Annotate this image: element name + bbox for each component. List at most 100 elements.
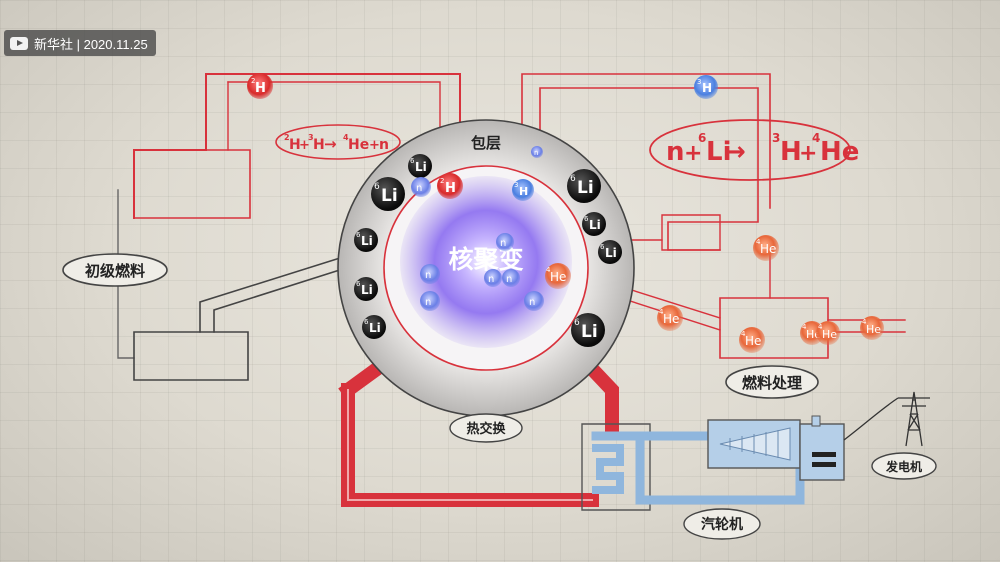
- svg-text:4: 4: [812, 131, 820, 145]
- lithium-particle: 6 Li: [354, 277, 378, 301]
- svg-text:H: H: [445, 181, 456, 196]
- svg-text:He: He: [550, 270, 566, 284]
- generator-bubble: [871, 452, 937, 480]
- svg-text:+: +: [299, 138, 310, 153]
- svg-text:6: 6: [584, 215, 589, 223]
- generator-label: 发电机: [885, 459, 922, 474]
- tritium-particle: 3 H: [694, 75, 718, 99]
- svg-text:3: 3: [308, 133, 314, 142]
- svg-text:n: n: [666, 137, 685, 167]
- neutron-particle: n: [524, 291, 544, 311]
- svg-text:4: 4: [659, 308, 664, 316]
- neutron-particle: n: [411, 177, 431, 197]
- neutron-particle: n: [420, 291, 440, 311]
- svg-text:n: n: [416, 183, 422, 194]
- svg-text:Li: Li: [605, 246, 617, 260]
- svg-text:4: 4: [546, 266, 551, 274]
- svg-text:n: n: [529, 297, 535, 308]
- svg-text:6: 6: [374, 182, 380, 192]
- lithium-particle: 6 Li: [571, 313, 605, 347]
- lithium-particle: 6 Li: [567, 169, 601, 203]
- fusion-equation: 2 H + 3 H → 4 He + n: [284, 133, 389, 153]
- svg-text:H: H: [255, 81, 266, 96]
- svg-text:6: 6: [698, 131, 706, 145]
- neutron-particle: n: [502, 269, 520, 287]
- svg-text:H: H: [519, 185, 528, 198]
- svg-text:3: 3: [772, 131, 780, 145]
- svg-text:+: +: [684, 141, 702, 166]
- neutron-particle: n: [531, 146, 543, 158]
- svg-text:6: 6: [570, 174, 576, 184]
- boiler-box: [581, 423, 651, 511]
- svg-text:4: 4: [741, 330, 746, 338]
- svg-text:6: 6: [600, 243, 605, 251]
- svg-text:n: n: [379, 137, 389, 153]
- fuel-processing-bubble: [725, 365, 819, 399]
- svg-text:Li: Li: [361, 283, 373, 297]
- svg-text:He: He: [820, 137, 859, 167]
- svg-text:n: n: [500, 238, 506, 249]
- lithium-particle: 6 Li: [362, 315, 386, 339]
- svg-text:Li: Li: [589, 218, 601, 232]
- power-tower-icon: [843, 391, 930, 447]
- svg-text:2: 2: [284, 133, 290, 142]
- lithium-particle: 6 Li: [408, 154, 432, 178]
- fusion-equation-ellipse: [275, 124, 401, 160]
- svg-text:6: 6: [574, 318, 580, 328]
- reactor: [337, 119, 635, 417]
- svg-text:He: He: [745, 334, 761, 348]
- heat-exchange-bubble: [449, 413, 523, 443]
- helium-particle: 4 He: [860, 316, 884, 340]
- primary-fuel-label: 初级燃料: [85, 262, 145, 280]
- helium-particle: 4 He: [753, 235, 779, 261]
- svg-text:6: 6: [356, 231, 361, 239]
- primary-fuel-tank-bottom: [133, 331, 249, 381]
- svg-text:n: n: [488, 274, 494, 285]
- svg-text:6: 6: [356, 280, 361, 288]
- primary-fuel-tank-top: [133, 149, 251, 219]
- helium-particle: 4 He: [739, 327, 765, 353]
- svg-text:H: H: [702, 81, 712, 95]
- breeding-equation-ellipse: [649, 119, 851, 181]
- svg-text:2: 2: [440, 177, 444, 185]
- neutron-particle: n: [484, 269, 502, 287]
- svg-text:n: n: [425, 270, 431, 281]
- svg-text:Li: Li: [361, 234, 373, 248]
- breeding-equation: n + 6 Li → 3 H + 4 He: [666, 131, 859, 167]
- blanket-label: 包层: [471, 134, 501, 152]
- svg-text:+: +: [799, 141, 817, 166]
- svg-text:H: H: [313, 137, 325, 153]
- svg-text:He: He: [663, 312, 679, 326]
- primary-fuel-bubble: [62, 253, 168, 287]
- svg-text:Li: Li: [706, 137, 731, 167]
- fuel-processing-box: [719, 297, 829, 359]
- video-source-text: 新华社 | 2020.11.25: [34, 36, 148, 52]
- svg-text:4: 4: [862, 318, 867, 326]
- helium-particle: 4 He: [657, 305, 683, 331]
- svg-text:H: H: [289, 137, 301, 153]
- lithium-particle: 6 Li: [354, 228, 378, 252]
- svg-text:4: 4: [756, 238, 761, 246]
- lithium-particle: 6 Li: [598, 240, 622, 264]
- gray-link-left: [117, 189, 135, 359]
- svg-text:→: →: [324, 135, 337, 153]
- svg-text:4: 4: [818, 323, 823, 331]
- svg-text:n: n: [506, 274, 512, 285]
- tritium-particle: 3 H: [512, 179, 534, 201]
- svg-text:Li: Li: [369, 321, 381, 335]
- svg-text:n: n: [534, 149, 538, 157]
- svg-text:Li: Li: [381, 186, 398, 206]
- svg-text:H: H: [780, 137, 802, 167]
- fuel-processing-label: 燃料处理: [742, 374, 802, 392]
- turbine-label: 汽轮机: [701, 516, 743, 533]
- svg-text:2: 2: [251, 77, 255, 85]
- heat-exchange-label: 热交换: [466, 421, 506, 437]
- steam-pipe: [591, 431, 805, 505]
- svg-text:He: He: [866, 323, 881, 336]
- lithium-particle: 6 Li: [582, 212, 606, 236]
- svg-text:→: →: [724, 137, 746, 167]
- neutron-particle: n: [496, 233, 514, 251]
- neutron-particle: n: [420, 264, 440, 284]
